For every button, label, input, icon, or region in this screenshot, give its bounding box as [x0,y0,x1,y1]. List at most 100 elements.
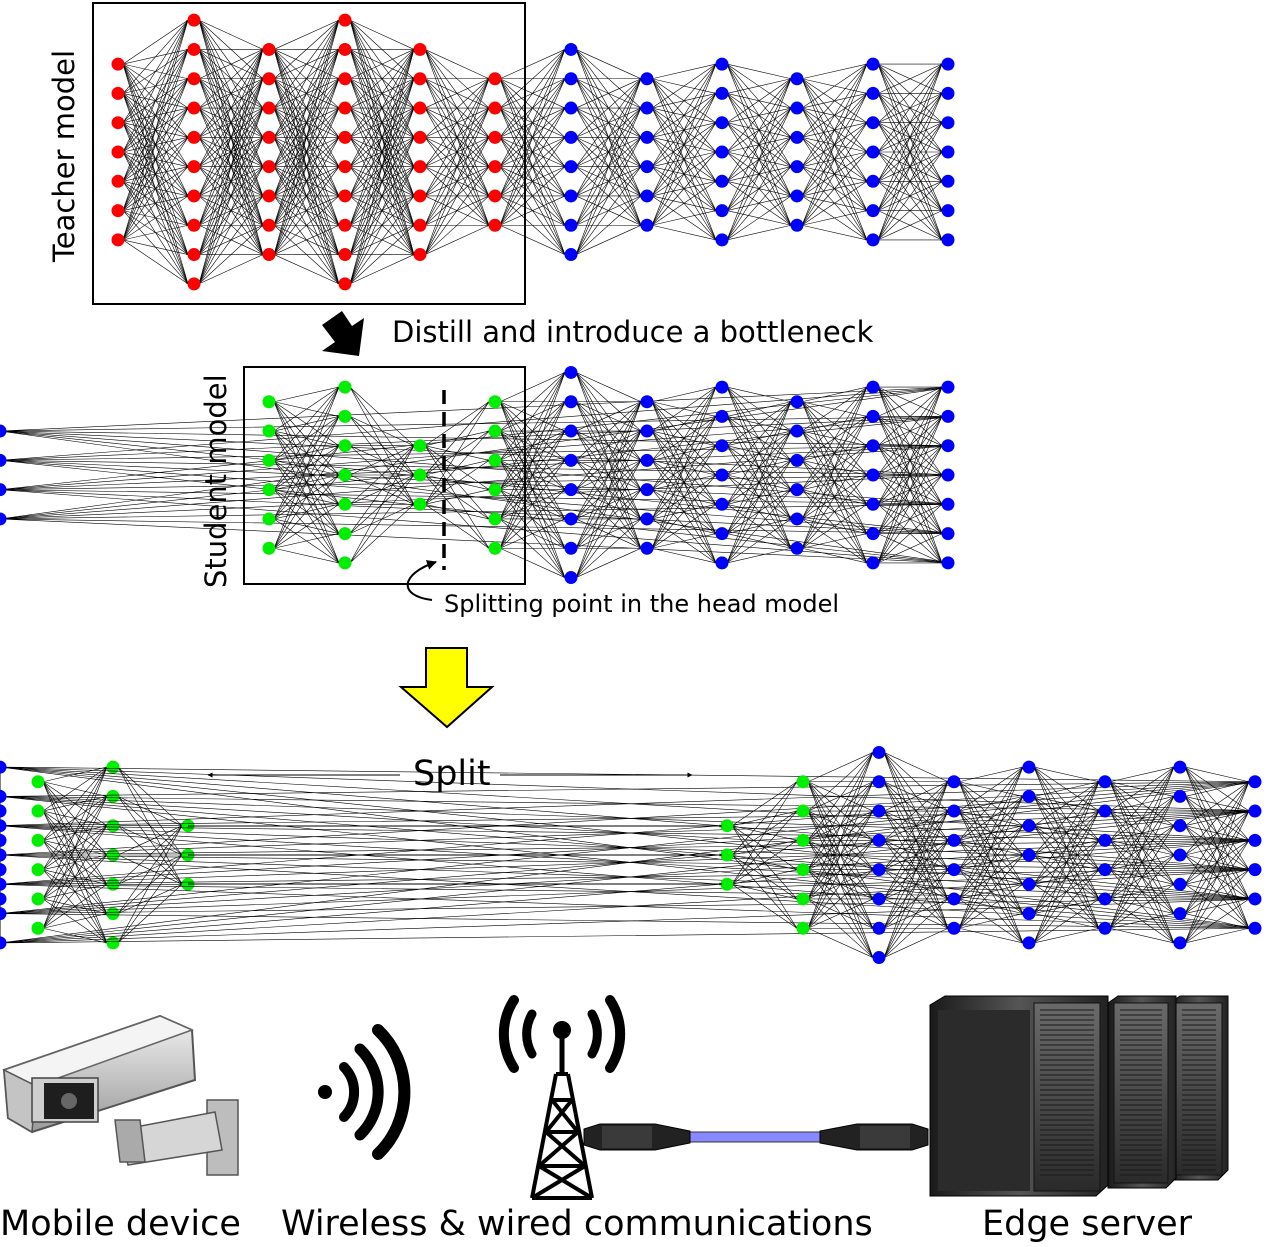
tail-node [0,804,7,818]
head-node [31,804,45,818]
student-node [413,439,427,453]
wireless-signal-icon [318,1024,411,1160]
teacher-node [187,130,201,144]
student-node [488,512,502,526]
teacher-node [262,101,276,115]
tail-node [866,174,880,188]
split-head-network [31,760,195,950]
tail-node [640,72,654,86]
tail-node [1248,775,1262,789]
distill-arrow-icon [322,311,364,356]
tail-node [790,453,804,467]
tail-node [941,174,955,188]
communications-label: Wireless & wired communications [281,1204,873,1244]
student-node [338,556,352,570]
teacher-node [111,57,125,71]
student-node [338,409,352,423]
tail-node [941,527,955,541]
tail-node [866,145,880,159]
tail-node [564,483,578,497]
student-network [0,365,955,585]
tail-node [947,833,961,847]
teacher-node [187,189,201,203]
tail-node [0,863,7,877]
student-node [338,468,352,482]
teacher-node [262,160,276,174]
teacher-node [413,218,427,232]
tail-node [947,775,961,789]
teacher-node [111,86,125,100]
tail-node [1173,789,1187,803]
tail-node [715,556,729,570]
teacher-node [338,189,352,203]
tail-node [941,556,955,570]
tail-node [941,468,955,482]
tail-node [640,130,654,144]
tail-green-node [796,863,810,877]
head-node [106,936,120,950]
tail-node [872,775,886,789]
tail-node [941,439,955,453]
yellow-down-arrow-icon [398,647,495,729]
student-node [338,497,352,511]
security-camera-icon [2,1014,239,1176]
tail-node [564,365,578,379]
split-label: Split [413,754,491,794]
teacher-node [488,130,502,144]
teacher-model-label: Teacher model [47,49,81,262]
edge-server-label: Edge server [982,1204,1192,1244]
tail-node [1022,877,1036,891]
student-node [338,439,352,453]
tail-node [640,218,654,232]
tail-node [866,86,880,100]
head-node [31,892,45,906]
head-node [31,921,45,935]
tail-node [0,819,7,833]
head-node [106,877,120,891]
student-model-box [243,366,526,585]
tail-node [564,101,578,115]
server-rack-icon [929,995,1229,1197]
teacher-node [413,189,427,203]
tail-node [866,497,880,511]
teacher-node [338,42,352,56]
tail-node [715,527,729,541]
tail-node [872,921,886,935]
tail-node [715,409,729,423]
tail-node [640,189,654,203]
tail-node [640,453,654,467]
teacher-node [187,277,201,291]
teacher-node [187,218,201,232]
teacher-node [187,248,201,262]
head-node [106,819,120,833]
teacher-node [262,130,276,144]
tail-node [790,189,804,203]
teacher-node [338,130,352,144]
antenna-tower-icon [498,995,626,1200]
tail-node [790,72,804,86]
tail-node [0,512,7,526]
tail-node [866,204,880,218]
tail-node [866,57,880,71]
teacher-node [488,72,502,86]
teacher-node [262,248,276,262]
tail-node [564,453,578,467]
tail-node [790,483,804,497]
tail-node [715,468,729,482]
tail-node [0,453,7,467]
tail-node [866,116,880,130]
tail-node [1022,789,1036,803]
tail-node [564,248,578,262]
tail-node [790,512,804,526]
teacher-node [111,116,125,130]
tail-node [1248,804,1262,818]
tail-node [715,86,729,100]
teacher-node [111,204,125,218]
tail-node [872,745,886,759]
tail-node [866,409,880,423]
tail-node [1098,863,1112,877]
tail-node [640,160,654,174]
tail-node [1173,936,1187,950]
tail-node [1098,833,1112,847]
